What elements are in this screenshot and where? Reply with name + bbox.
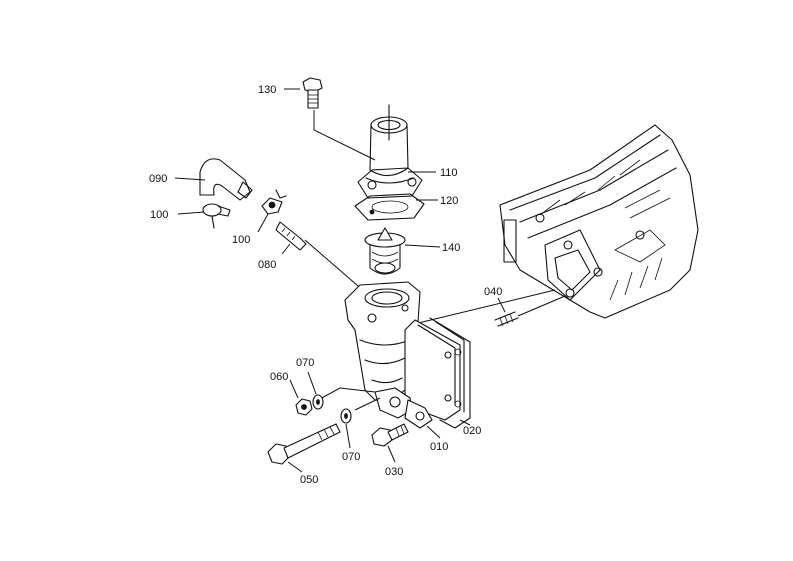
label-020: 020	[463, 425, 481, 437]
stud-040	[494, 295, 566, 327]
hose-090	[174, 158, 253, 201]
label-120: 120	[440, 195, 458, 207]
bolt-050	[267, 423, 341, 473]
hose-clamp-100-right	[257, 189, 287, 233]
label-060: 060	[270, 371, 288, 383]
washer-070-upper	[312, 394, 324, 410]
label-040: 040	[484, 286, 502, 298]
label-140: 140	[442, 242, 460, 254]
pipe-fitting-080	[275, 221, 307, 255]
gasket-020	[429, 317, 471, 429]
housing-010	[344, 281, 461, 439]
leader-060-line	[317, 387, 376, 401]
leader-070a	[307, 371, 317, 395]
label-070-upper: 070	[296, 357, 314, 369]
label-030: 030	[385, 466, 403, 478]
label-090: 090	[149, 173, 167, 185]
leader-070-line	[354, 397, 381, 411]
bolt-030	[371, 423, 409, 463]
leader-130-line	[313, 110, 376, 161]
nut-060	[295, 398, 313, 416]
label-080: 080	[258, 259, 276, 271]
thermostat-140	[364, 227, 441, 275]
label-100-right: 100	[232, 234, 250, 246]
engine-block	[499, 124, 699, 319]
label-130: 130	[258, 84, 276, 96]
leader-assembly-line	[409, 289, 556, 326]
bolt-130	[302, 77, 323, 109]
washer-070-lower	[340, 408, 352, 449]
leader-060	[289, 379, 299, 399]
hose-clamp-100-left	[177, 203, 231, 229]
label-050: 050	[300, 474, 318, 486]
gasket-120	[354, 193, 425, 221]
housing-cover-110	[357, 104, 423, 199]
leader-080-line	[304, 239, 366, 293]
label-110: 110	[440, 167, 458, 179]
label-010: 010	[430, 441, 448, 453]
label-070-lower: 070	[342, 451, 360, 463]
leader-040	[497, 297, 506, 313]
label-100-left: 100	[150, 209, 168, 221]
